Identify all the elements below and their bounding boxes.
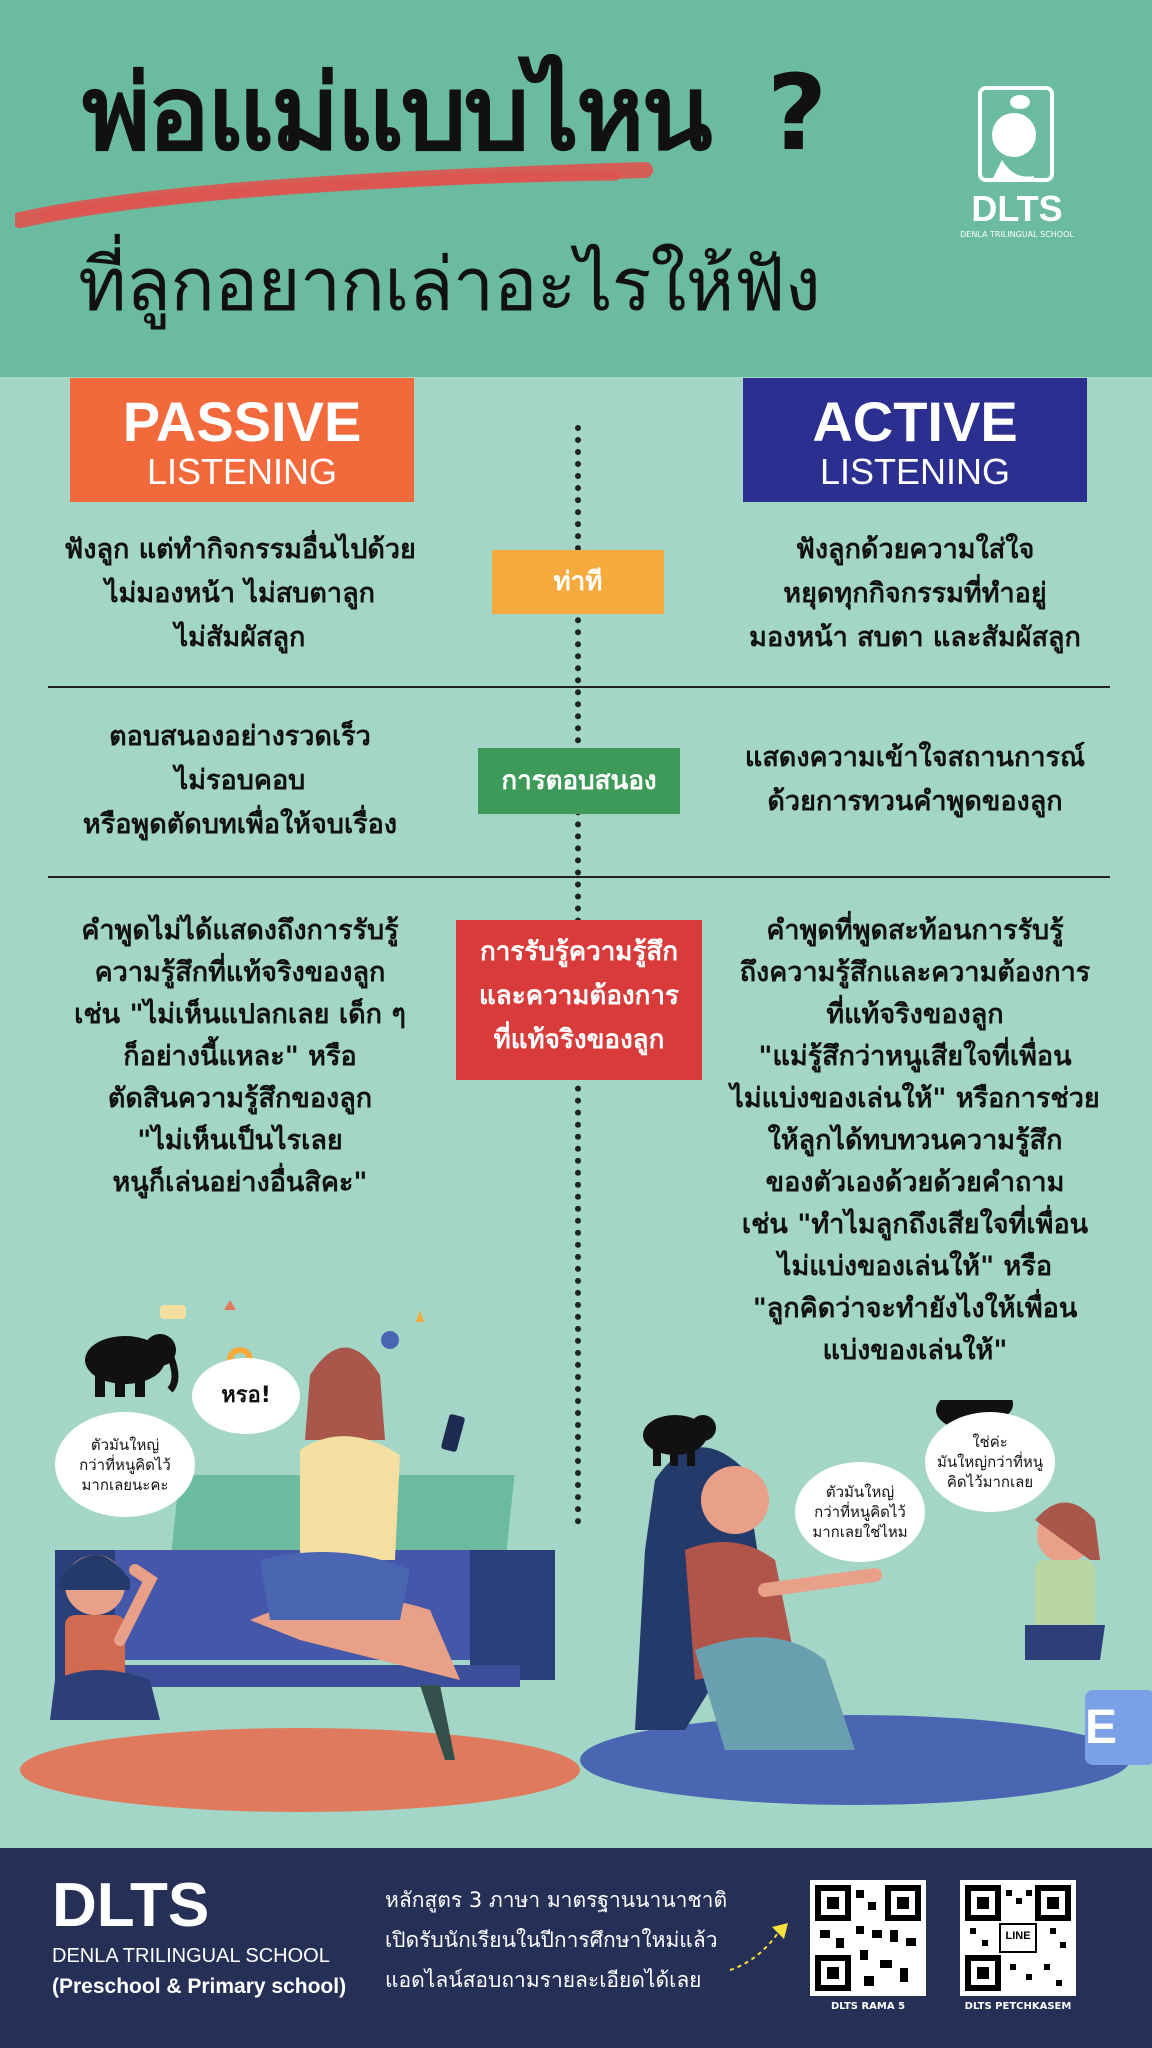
footer-school-level: (Preschool & Primary school): [52, 1975, 347, 1998]
tag-perception: การรับรู้ความรู้สึกและความต้องการที่แท้จ…: [456, 920, 702, 1080]
tag-response: การตอบสนอง: [478, 748, 680, 814]
red-brush-stroke: [15, 162, 653, 228]
passive-illustration: [20, 1300, 580, 1812]
passive-perception-text: คำพูดไม่ได้แสดงถึงการรับรู้ความรู้สึกที่…: [74, 915, 406, 1198]
elephant-icon: [85, 1334, 179, 1397]
passive-listening-label: PASSIVE LISTENING: [70, 378, 414, 502]
line-icon: LINE: [1005, 1930, 1031, 1942]
logo-subtext: DENLA TRILINGUAL SCHOOL: [960, 230, 1074, 239]
footer-brand: DLTS: [52, 1871, 210, 1940]
passive-attitude-text: ฟังลูก แต่ทำกิจกรรมอื่นไปด้วยไม่มองหน้า …: [64, 534, 416, 653]
qr-code-petchkasem[interactable]: LINE: [960, 1880, 1076, 1996]
footer-info-text: หลักสูตร 3 ภาษา มาตรฐานนานาชาติเปิดรับนั…: [385, 1888, 728, 1992]
active-child-speech-bubble: ใช่ค่ะมันใหญ่กว่าที่หนูคิดไว้มากเลย: [925, 1412, 1055, 1512]
active-response-text: แสดงความเข้าใจสถานการณ์ด้วยการทวนคำพูดขอ…: [744, 742, 1086, 817]
qr-label-rama5: DLTS RAMA 5: [830, 2001, 906, 2012]
footer-school-name: DENLA TRILINGUAL SCHOOL: [52, 1945, 330, 1967]
qr-label-petchkasem: DLTS PETCHKASEM: [964, 2001, 1072, 2012]
row-divider-2: [48, 876, 1110, 878]
active-perception-text: คำพูดที่พูดสะท้อนการรับรู้ถึงความรู้สึกแ…: [730, 915, 1100, 1366]
active-illustration: [580, 1400, 1152, 1805]
elephant-icon: [643, 1415, 716, 1466]
logo-text: DLTS: [971, 188, 1063, 229]
qr-code-icon: [815, 1885, 921, 1991]
arrow-icon: [729, 1923, 788, 1971]
qr-code-icon: [965, 1885, 1071, 1991]
tag-attitude: ท่าที: [492, 550, 664, 614]
page-title: พ่อแม่แบบไหน ?: [82, 52, 827, 174]
dlts-logo: DLTS DENLA TRILINGUAL SCHOOL: [960, 80, 1074, 239]
page-subtitle: ที่ลูกอยากเล่าอะไรให้ฟัง: [78, 242, 821, 328]
passive-child-speech-bubble: ตัวมันใหญ่กว่าที่หนูคิดไว้มากเลยนะคะ: [55, 1412, 195, 1517]
qr-code-rama5[interactable]: [810, 1880, 926, 1996]
active-listening-label: ACTIVE LISTENING: [743, 378, 1087, 502]
toy-block-letter: E: [1085, 1701, 1118, 1754]
row-divider-1: [48, 686, 1110, 688]
child-silhouette-icon: [978, 86, 1054, 182]
passive-mom-speech-bubble: หรอ!: [192, 1358, 300, 1434]
active-mom-speech-bubble: ตัวมันใหญ่กว่าที่หนูคิดไว้มากเลยใช่ไหม: [795, 1462, 925, 1562]
passive-response-text: ตอบสนองอย่างรวดเร็วไม่รอบคอบหรือพูดตัดบท…: [82, 721, 398, 840]
active-attitude-text: ฟังลูกด้วยความใส่ใจหยุดทุกกิจกรรมที่ทำอย…: [749, 534, 1081, 653]
